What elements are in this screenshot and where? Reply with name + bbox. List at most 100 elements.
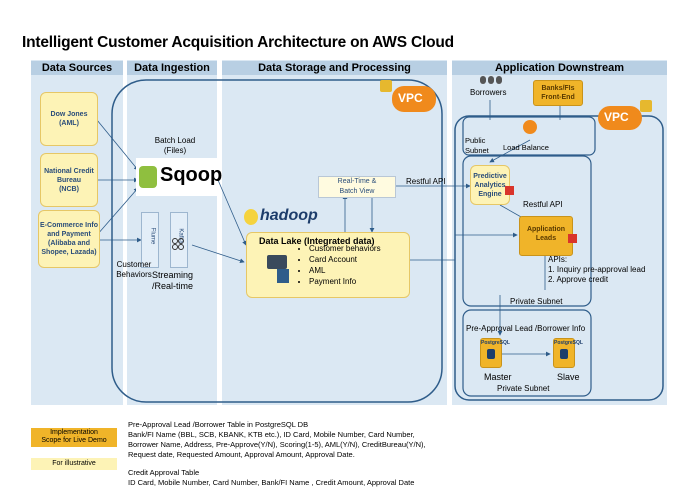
hadoop-logo: hadoop (244, 207, 320, 229)
private-subnet-2-label: Private Subnet (497, 384, 550, 393)
predictive-line1: Predictive (473, 172, 507, 180)
legend-implementation: Implementation Scope for Live Demo (31, 428, 117, 447)
private-subnet-2-outline (462, 309, 592, 397)
banks-line2: Front-End (541, 94, 575, 101)
private-subnet-1-label: Private Subnet (510, 297, 563, 306)
predictive-line2: Analytics (474, 181, 506, 189)
postgres-slave-icon: PostgreSQL (553, 338, 583, 368)
source-ncb: National Credit Bureau (NCB) (40, 153, 98, 207)
elephant-icon (487, 349, 495, 359)
public-subnet-line1: Public (465, 136, 486, 145)
postgres-master-label: PostgreSQL (481, 340, 510, 346)
source-ecommerce: E-Commerce Info and Payment (Alibaba and… (38, 210, 100, 268)
source-dow-jones-line2: (AML) (59, 120, 79, 127)
header-data-sources: Data Sources (31, 61, 123, 75)
app-leads-line2: Leads (535, 235, 557, 242)
private-subnet-1-outline (462, 155, 592, 307)
person-icon (496, 76, 502, 84)
lake-item: Payment Info (309, 276, 381, 287)
load-balance-label: Load Balance (503, 143, 549, 152)
hadoop-elephant-icon (244, 209, 258, 225)
legend-illustrative-text: For illustrative (52, 460, 96, 467)
predictive-line3: Engine (478, 190, 502, 198)
slave-label: Slave (557, 372, 580, 382)
source-ecommerce-line3: (Alibaba and (47, 240, 90, 247)
realtime-line1: Real-Time & (337, 178, 377, 185)
apis-item-1: 1. Inquiry pre-approval lead (548, 265, 646, 274)
source-ecommerce-line2: and Payment (47, 231, 91, 238)
folder-icon (267, 255, 287, 269)
notes-pre-line-3: Request date, Requested Amount, Approval… (128, 450, 355, 459)
vpc-cloud-downstream: VPC (598, 106, 642, 130)
batch-load-label: Batch Load (Files) (150, 136, 200, 156)
source-ecommerce-line4: Shopee, Lazada) (41, 249, 97, 256)
lock-icon (380, 80, 392, 92)
source-ecommerce-line1: E-Commerce Info (40, 222, 98, 229)
realtime-batch-view: Real-Time & Batch View (318, 176, 396, 198)
notes-pre-line-2: Borrower Name, Address, Pre-Approve(Y/N)… (128, 440, 426, 449)
source-ncb-line1: National Credit (44, 167, 94, 175)
data-lake: Data Lake (Integrated data) Customer beh… (246, 232, 410, 298)
sqoop-icon (139, 166, 157, 188)
vpc-storage-label: VPC (398, 91, 423, 105)
apis-list: APIs: 1. Inquiry pre-approval lead 2. Ap… (548, 255, 645, 285)
banks-line1: Banks/FIs (541, 85, 575, 92)
lake-item: AML (309, 265, 381, 276)
header-app-downstream: Application Downstream (452, 61, 667, 75)
storage-vpc-outline (111, 79, 443, 403)
public-subnet-outline (462, 116, 596, 156)
realtime-line2: Batch View (339, 188, 375, 195)
streaming-line2: /Real-time (152, 281, 194, 291)
batch-load-line1: Batch Load (154, 136, 196, 145)
source-dow-jones-line1: Dow Jones (50, 111, 88, 118)
source-ncb-line2: Bureau (56, 176, 82, 184)
person-icon (488, 76, 494, 84)
customer-behaviors-line2: Behaviors (116, 270, 152, 279)
legend-impl-line1: Implementation (50, 429, 98, 436)
legend-impl-line2: Scope for Live Demo (41, 437, 107, 444)
predictive-engine: Predictive Analytics Engine (470, 165, 510, 205)
borrowers-icon (478, 76, 504, 86)
application-leads: Application Leads (519, 216, 573, 256)
master-label: Master (484, 372, 512, 382)
lake-item: Card Account (309, 254, 381, 265)
hadoop-text: hadoop (260, 207, 318, 224)
public-subnet-line2: Subnet (465, 146, 489, 155)
restful-api-storage: Restful API (406, 177, 446, 186)
app-leads-line1: Application (526, 226, 566, 233)
page-title: Intelligent Customer Acquisition Archite… (22, 34, 454, 51)
leads-cube-icon (568, 234, 577, 243)
postgres-slave-label: PostgreSQL (554, 340, 583, 346)
public-subnet-label: Public Subnet (465, 136, 489, 156)
header-data-ingestion: Data Ingestion (127, 61, 217, 75)
apis-title: APIs: (548, 255, 568, 264)
apis-item-2: 2. Approve credit (548, 275, 609, 284)
vpc-downstream-label: VPC (604, 110, 629, 124)
notes-credit-title: Credit Approval Table (128, 468, 200, 477)
source-dow-jones: Dow Jones (AML) (40, 92, 98, 146)
flume-label: Flume (149, 227, 156, 245)
source-ncb-line3: (NCB) (59, 185, 79, 193)
vpc-cloud-storage: VPC (392, 86, 436, 112)
elephant-icon (560, 349, 568, 359)
batch-load-line2: (Files) (163, 146, 187, 155)
postgres-master-icon: PostgreSQL (480, 338, 510, 368)
sqoop-logo: Sqoop (136, 158, 222, 196)
banks-frontend: Banks/FIs Front-End (533, 80, 583, 106)
sqoop-text: Sqoop (160, 164, 223, 186)
header-data-storage: Data Storage and Processing (222, 61, 447, 75)
preapproval-label: Pre-Approval Lead /Borrower Info (466, 324, 586, 333)
person-icon (480, 76, 486, 84)
notes-pre-title: Pre-Approval Lead /Borrower Table in Pos… (128, 420, 309, 429)
borrowers-label: Borrowers (470, 88, 507, 97)
legend-illustrative: For illustrative (31, 458, 117, 470)
spreadsheet-icon (277, 269, 289, 283)
streaming-label: Streaming /Real-time (152, 270, 193, 292)
customer-behaviors-label: Customer Behaviors (112, 260, 156, 280)
lock-icon (640, 100, 652, 112)
lake-item: Customer behaviors (309, 243, 381, 254)
customer-behaviors-line1: Customer (116, 260, 152, 269)
data-lake-title: Data Lake (Integrated data) (259, 236, 375, 246)
engine-cube-icon (505, 186, 514, 195)
